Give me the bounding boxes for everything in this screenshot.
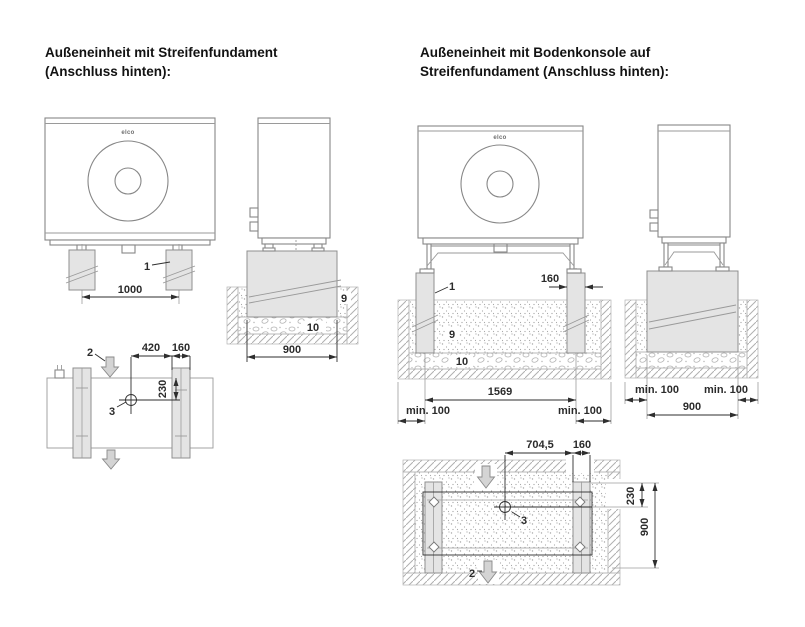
slope-line bbox=[248, 285, 342, 304]
console-frame bbox=[422, 491, 593, 556]
base-rail bbox=[49, 239, 211, 246]
item-label-2: 2 bbox=[469, 568, 475, 580]
center-tab bbox=[493, 243, 508, 253]
air-flow-arrow-top bbox=[476, 465, 496, 489]
ground-hatch-right bbox=[346, 286, 359, 345]
unit-cabinet-side bbox=[657, 124, 731, 238]
gravel-layer bbox=[408, 352, 602, 370]
dim-foundation-width: 900 bbox=[683, 401, 701, 413]
pipe-connection-lower bbox=[249, 221, 259, 232]
item-label-10: 10 bbox=[307, 322, 319, 334]
left-title-line2: (Anschluss hinten): bbox=[45, 64, 171, 79]
item-label-3: 3 bbox=[109, 406, 115, 418]
ground-hatch-right bbox=[600, 299, 612, 380]
condensate-drain-hole bbox=[499, 501, 511, 513]
dim-strip-width: 160 bbox=[172, 342, 190, 354]
dim-min-right: min. 100 bbox=[704, 384, 748, 396]
dim-drain-to-strip: 704,5 bbox=[526, 439, 554, 451]
foundation-strip-left bbox=[68, 249, 96, 291]
item-label-9: 9 bbox=[449, 329, 455, 341]
item-label-9: 9 bbox=[341, 293, 347, 305]
unit-footprint bbox=[46, 377, 214, 449]
fan-hub bbox=[114, 167, 142, 195]
right-title-line2: Streifenfundament (Anschluss hinten): bbox=[420, 64, 669, 79]
pipe-connection-lower bbox=[649, 222, 659, 232]
dim-pit-depth: 900 bbox=[639, 518, 651, 536]
right-title-line1: Außeneinheit mit Bodenkonsole auf bbox=[420, 45, 651, 60]
item-label-10: 10 bbox=[456, 356, 468, 368]
air-flow-arrow-bottom bbox=[478, 560, 498, 584]
air-flow-arrow-top bbox=[100, 356, 120, 378]
ground-hatch-right bbox=[746, 299, 759, 379]
foundation-strip-right bbox=[566, 272, 586, 354]
right-plan-view: 3 704,5 160 230 900 2 bbox=[402, 439, 659, 586]
item-label-3: 3 bbox=[521, 515, 527, 527]
dim-strip-width: 160 bbox=[573, 439, 591, 451]
fan-hub bbox=[486, 170, 514, 198]
pipe-connection-upper bbox=[649, 209, 659, 219]
unit-cabinet bbox=[44, 117, 216, 241]
dim-drain-offset: 230 bbox=[625, 487, 637, 505]
center-tab bbox=[121, 244, 136, 254]
left-side-view: 9 10 900 bbox=[226, 117, 359, 362]
ground-hatch-left bbox=[226, 286, 239, 345]
brand-logo: elco bbox=[121, 130, 134, 136]
dim-drain-offset: 230 bbox=[157, 380, 169, 398]
dim-min-left: min. 100 bbox=[635, 384, 679, 396]
dim-strip-spacing: 1569 bbox=[488, 386, 512, 398]
dim-min-left: min. 100 bbox=[406, 405, 450, 417]
brand-logo: elco bbox=[493, 135, 506, 141]
left-title-line1: Außeneinheit mit Streifenfundament bbox=[45, 45, 278, 60]
ground-hatch-left bbox=[624, 299, 637, 379]
fan-grille-outer bbox=[87, 140, 169, 222]
gravel-layer bbox=[237, 316, 348, 335]
dim-min-right: min. 100 bbox=[558, 405, 602, 417]
dim-strip-width: 160 bbox=[541, 273, 559, 285]
foundation-strip-left bbox=[415, 272, 435, 354]
dim-strip-spacing: 1000 bbox=[118, 284, 142, 296]
anchor-brackets bbox=[428, 496, 586, 553]
condensate-drain-hole bbox=[125, 394, 137, 406]
gravel-layer bbox=[635, 351, 748, 369]
unit-cabinet bbox=[417, 125, 584, 239]
concrete-foundation-block bbox=[246, 250, 338, 318]
right-side-view: min. 100 min. 100 900 bbox=[624, 124, 759, 419]
left-plan-view: 420 160 230 2 3 bbox=[46, 342, 214, 470]
concrete-foundation-block bbox=[646, 270, 739, 353]
foundation-strip-right bbox=[165, 249, 193, 291]
right-front-view: elco 1 160 9 10 1569 min. 100 min. 100 bbox=[397, 125, 612, 424]
dim-drain-to-strip: 420 bbox=[142, 342, 160, 354]
item-label-2: 2 bbox=[87, 347, 93, 359]
air-flow-arrow-bottom bbox=[101, 449, 121, 470]
item-label-1: 1 bbox=[144, 261, 150, 273]
ground-hatch-left bbox=[397, 299, 410, 380]
floor-console bbox=[419, 243, 582, 274]
floor-console-side bbox=[658, 242, 730, 272]
left-front-view: elco 1000 1 bbox=[44, 117, 216, 304]
pipe-connection-upper bbox=[249, 207, 259, 218]
fan-grille-outer bbox=[460, 144, 540, 224]
unit-cabinet-side bbox=[257, 117, 331, 239]
dim-foundation-width: 900 bbox=[283, 344, 301, 356]
item-label-1: 1 bbox=[449, 281, 455, 293]
base-rail bbox=[422, 237, 579, 245]
connection-fitting bbox=[54, 369, 65, 379]
